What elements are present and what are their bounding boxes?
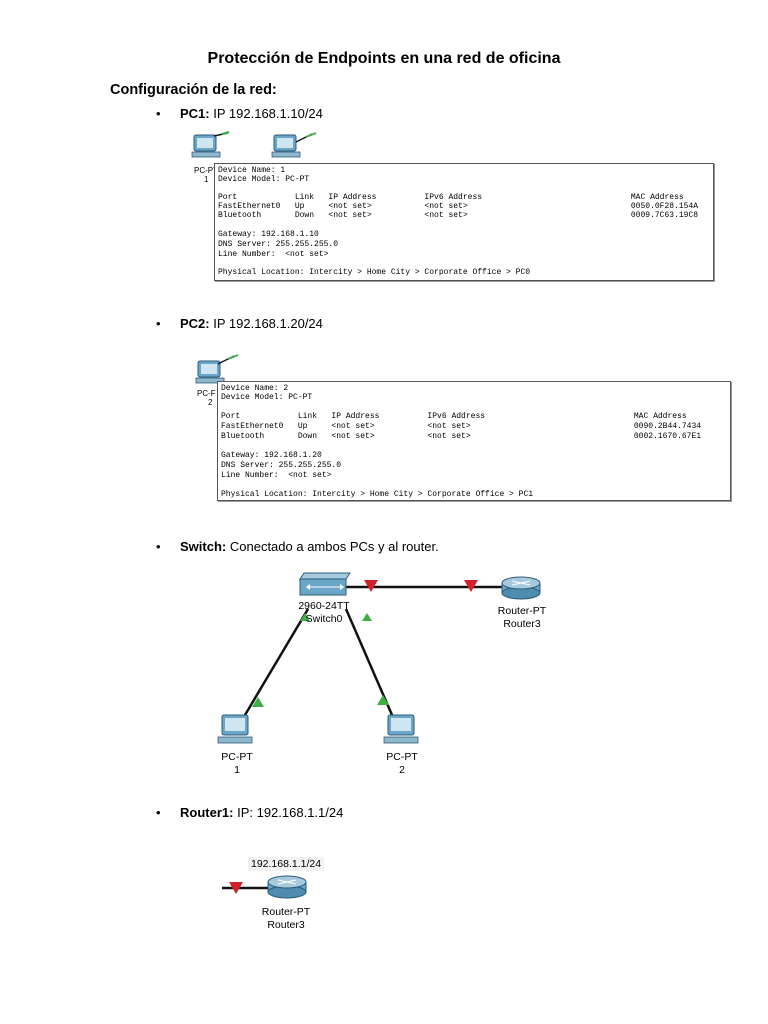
info-line: Bluetooth Down <not set> <not set> 0002.… [221, 432, 702, 441]
pc-icon[interactable] [195, 352, 242, 388]
switch-pc1-link[interactable] [243, 608, 310, 716]
link-down-indicator [364, 580, 378, 592]
info-line: Device Name: 2 [221, 384, 289, 393]
bullet-label: PC2: [180, 316, 210, 331]
link-down-indicator [229, 882, 243, 894]
info-line: DNS Server: 255.255.255.0 [221, 461, 342, 470]
link-up-indicator [377, 695, 389, 705]
info-line: Physical Location: Intercity > Home City… [218, 268, 531, 277]
router-ip-label: 192.168.1.1/24 [248, 857, 325, 871]
info-line: Port Link IP Address IPv6 Address MAC Ad… [221, 412, 687, 421]
info-line: Line Number: <not set> [218, 250, 329, 259]
info-line: Port Link IP Address IPv6 Address MAC Ad… [218, 193, 684, 202]
bullet-dot: • [156, 106, 161, 121]
bullet-dot: • [156, 805, 161, 820]
pc-left-model-label: PC-PT [221, 751, 253, 763]
link-up-indicator [252, 697, 264, 707]
pc-icon[interactable] [191, 131, 232, 166]
info-line: Gateway: 192.168.1.10 [218, 230, 319, 239]
bullet-text: IP 192.168.1.20/24 [213, 316, 323, 331]
bullet-text: IP: 192.168.1.1/24 [237, 805, 344, 820]
pc-right-name-label: 2 [399, 764, 405, 776]
bullet-label: PC1: [180, 106, 210, 121]
section-heading: Configuración de la red: [110, 82, 277, 98]
bullet-dot: • [156, 539, 161, 554]
pc1-info-panel: Device Name: 1 Device Model: PC-PT Port … [214, 163, 714, 281]
router-name-label: Router3 [267, 919, 305, 931]
bullet-label: Router1: [180, 805, 234, 820]
pc-caption-number: 1 [204, 175, 209, 184]
pc-left-name-label: 1 [234, 764, 240, 776]
router-name-label: Router3 [503, 618, 541, 630]
link-up-indicator [300, 613, 310, 621]
page-title: Protección de Endpoints en una red de of… [207, 50, 561, 67]
pc-icon[interactable] [271, 132, 322, 166]
info-line: Physical Location: Intercity > Home City… [221, 490, 534, 499]
info-line: Line Number: <not set> [221, 471, 332, 480]
link-down-indicator [464, 580, 478, 592]
info-line: Gateway: 192.168.1.20 [221, 451, 322, 460]
pc-caption: PC-PT [194, 166, 218, 175]
router-model-label: Router-PT [261, 906, 311, 918]
router-icon[interactable] [267, 875, 307, 899]
pc2-info-panel: Device Name: 2 Device Model: PC-PT Port … [217, 381, 731, 501]
pc-caption: PC-F [197, 389, 216, 398]
bullet-label: Switch: [180, 539, 227, 554]
bullet-text: IP 192.168.1.10/24 [213, 106, 323, 121]
info-line: Bluetooth Down <not set> <not set> 0009.… [218, 211, 699, 220]
pc-icon[interactable] [217, 714, 253, 744]
pc-right-model-label: PC-PT [386, 751, 418, 763]
info-line: Device Model: PC-PT [218, 175, 310, 184]
router-diagram [222, 875, 307, 899]
router-model-label: Router-PT [497, 605, 547, 617]
bullet-dot: • [156, 316, 161, 331]
bullet-text: Conectado a ambos PCs y al router. [229, 539, 439, 554]
switch-model-label: 2960-24TT [298, 600, 350, 612]
info-line: Device Model: PC-PT [221, 393, 313, 402]
info-line: DNS Server: 255.255.255.0 [218, 240, 339, 249]
info-line: Device Name: 1 [218, 166, 286, 175]
info-line: FastEthernet0 Up <not set> <not set> 005… [218, 202, 699, 211]
switch-icon[interactable] [299, 572, 351, 596]
network-topology-diagram [217, 572, 541, 744]
switch-name-label: Switch0 [305, 613, 343, 625]
link-up-indicator [362, 613, 372, 621]
router-icon[interactable] [501, 576, 541, 600]
pc-icon[interactable] [383, 714, 419, 744]
info-line: FastEthernet0 Up <not set> <not set> 009… [221, 422, 702, 431]
pc-caption-number: 2 [208, 398, 213, 407]
